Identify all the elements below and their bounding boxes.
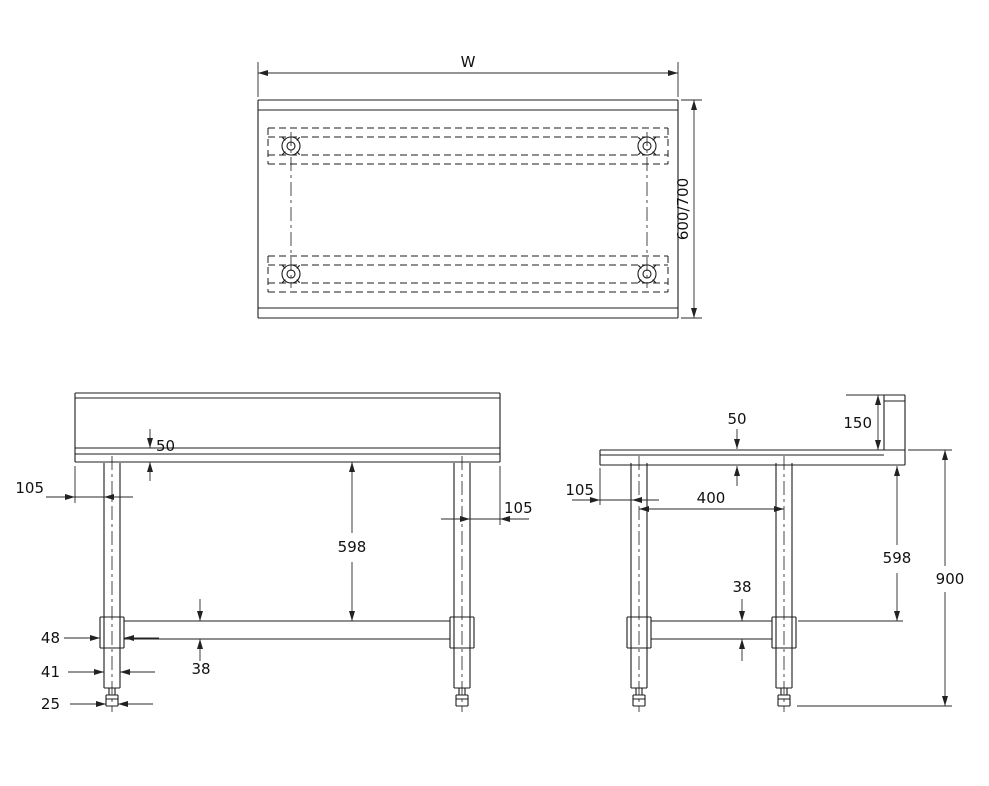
dim-label-side-shelf-thickness: 38 (732, 578, 751, 596)
dim-label-front-overhang-left: 105 (15, 479, 44, 497)
dim-front-overhang-right: 105 (441, 466, 533, 525)
dim-label-side-leg-length: 598 (883, 549, 912, 567)
hidden-frame-rails (267, 127, 669, 293)
dim-label-width: W (461, 53, 476, 71)
front-view: 105 50 598 105 38 48 (15, 392, 533, 713)
dim-leg-spacing: 400 (639, 489, 784, 512)
dim-side-edge-height: 50 (727, 410, 747, 486)
dim-front-leg-length: 598 (338, 462, 367, 621)
dim-splash-height: 150 (843, 394, 884, 450)
tabletop-front (74, 392, 501, 463)
undershelf-front (124, 620, 450, 640)
dim-label-splash-height: 150 (843, 414, 872, 432)
side-leg-back (771, 456, 797, 712)
dim-side-overhang: 105 (565, 468, 659, 505)
tabletop-side (599, 449, 905, 466)
dim-total-height: 900 (797, 449, 965, 707)
leg-centerlines-plan (290, 132, 648, 288)
side-leg-front (626, 456, 652, 712)
dim-label-collar-width: 48 (41, 629, 60, 647)
dim-label-leg-spacing: 400 (697, 489, 726, 507)
backsplash-side (883, 394, 906, 465)
dim-front-edge-height: 50 (147, 429, 175, 481)
front-leg-right (449, 456, 475, 712)
dim-front-shelf-thickness: 38 (191, 599, 211, 678)
dim-front-overhang-left: 105 (15, 466, 133, 503)
leg-mounts-plan (281, 136, 657, 284)
dim-label-front-shelf-thickness: 38 (191, 660, 210, 678)
top-view: W 600/700 (257, 53, 702, 319)
dim-label-front-overhang-right: 105 (504, 499, 533, 517)
dim-collar-width: 48 (41, 629, 159, 647)
dim-width: W (257, 53, 679, 97)
dim-foot-width: 25 (41, 695, 153, 713)
front-leg-left (99, 456, 125, 712)
dim-side-shelf-thickness: 38 (732, 578, 752, 661)
undershelf-side (651, 620, 772, 640)
dim-label-leg-width: 41 (41, 663, 60, 681)
dim-label-total-height: 900 (936, 570, 965, 588)
dim-label-side-edge-height: 50 (727, 410, 746, 428)
dim-label-side-overhang: 105 (565, 481, 594, 499)
dim-label-foot-width: 25 (41, 695, 60, 713)
tabletop-plan-outline (257, 99, 679, 319)
dim-side-leg-length: 598 (798, 466, 912, 622)
dim-label-front-leg-length: 598 (338, 538, 367, 556)
dim-depth: 600/700 (674, 99, 702, 319)
side-view: 50 150 105 400 38 598 (565, 394, 965, 712)
dim-label-front-edge-height: 50 (156, 437, 175, 455)
dim-label-depth: 600/700 (674, 178, 692, 240)
dim-leg-width: 41 (41, 663, 155, 681)
